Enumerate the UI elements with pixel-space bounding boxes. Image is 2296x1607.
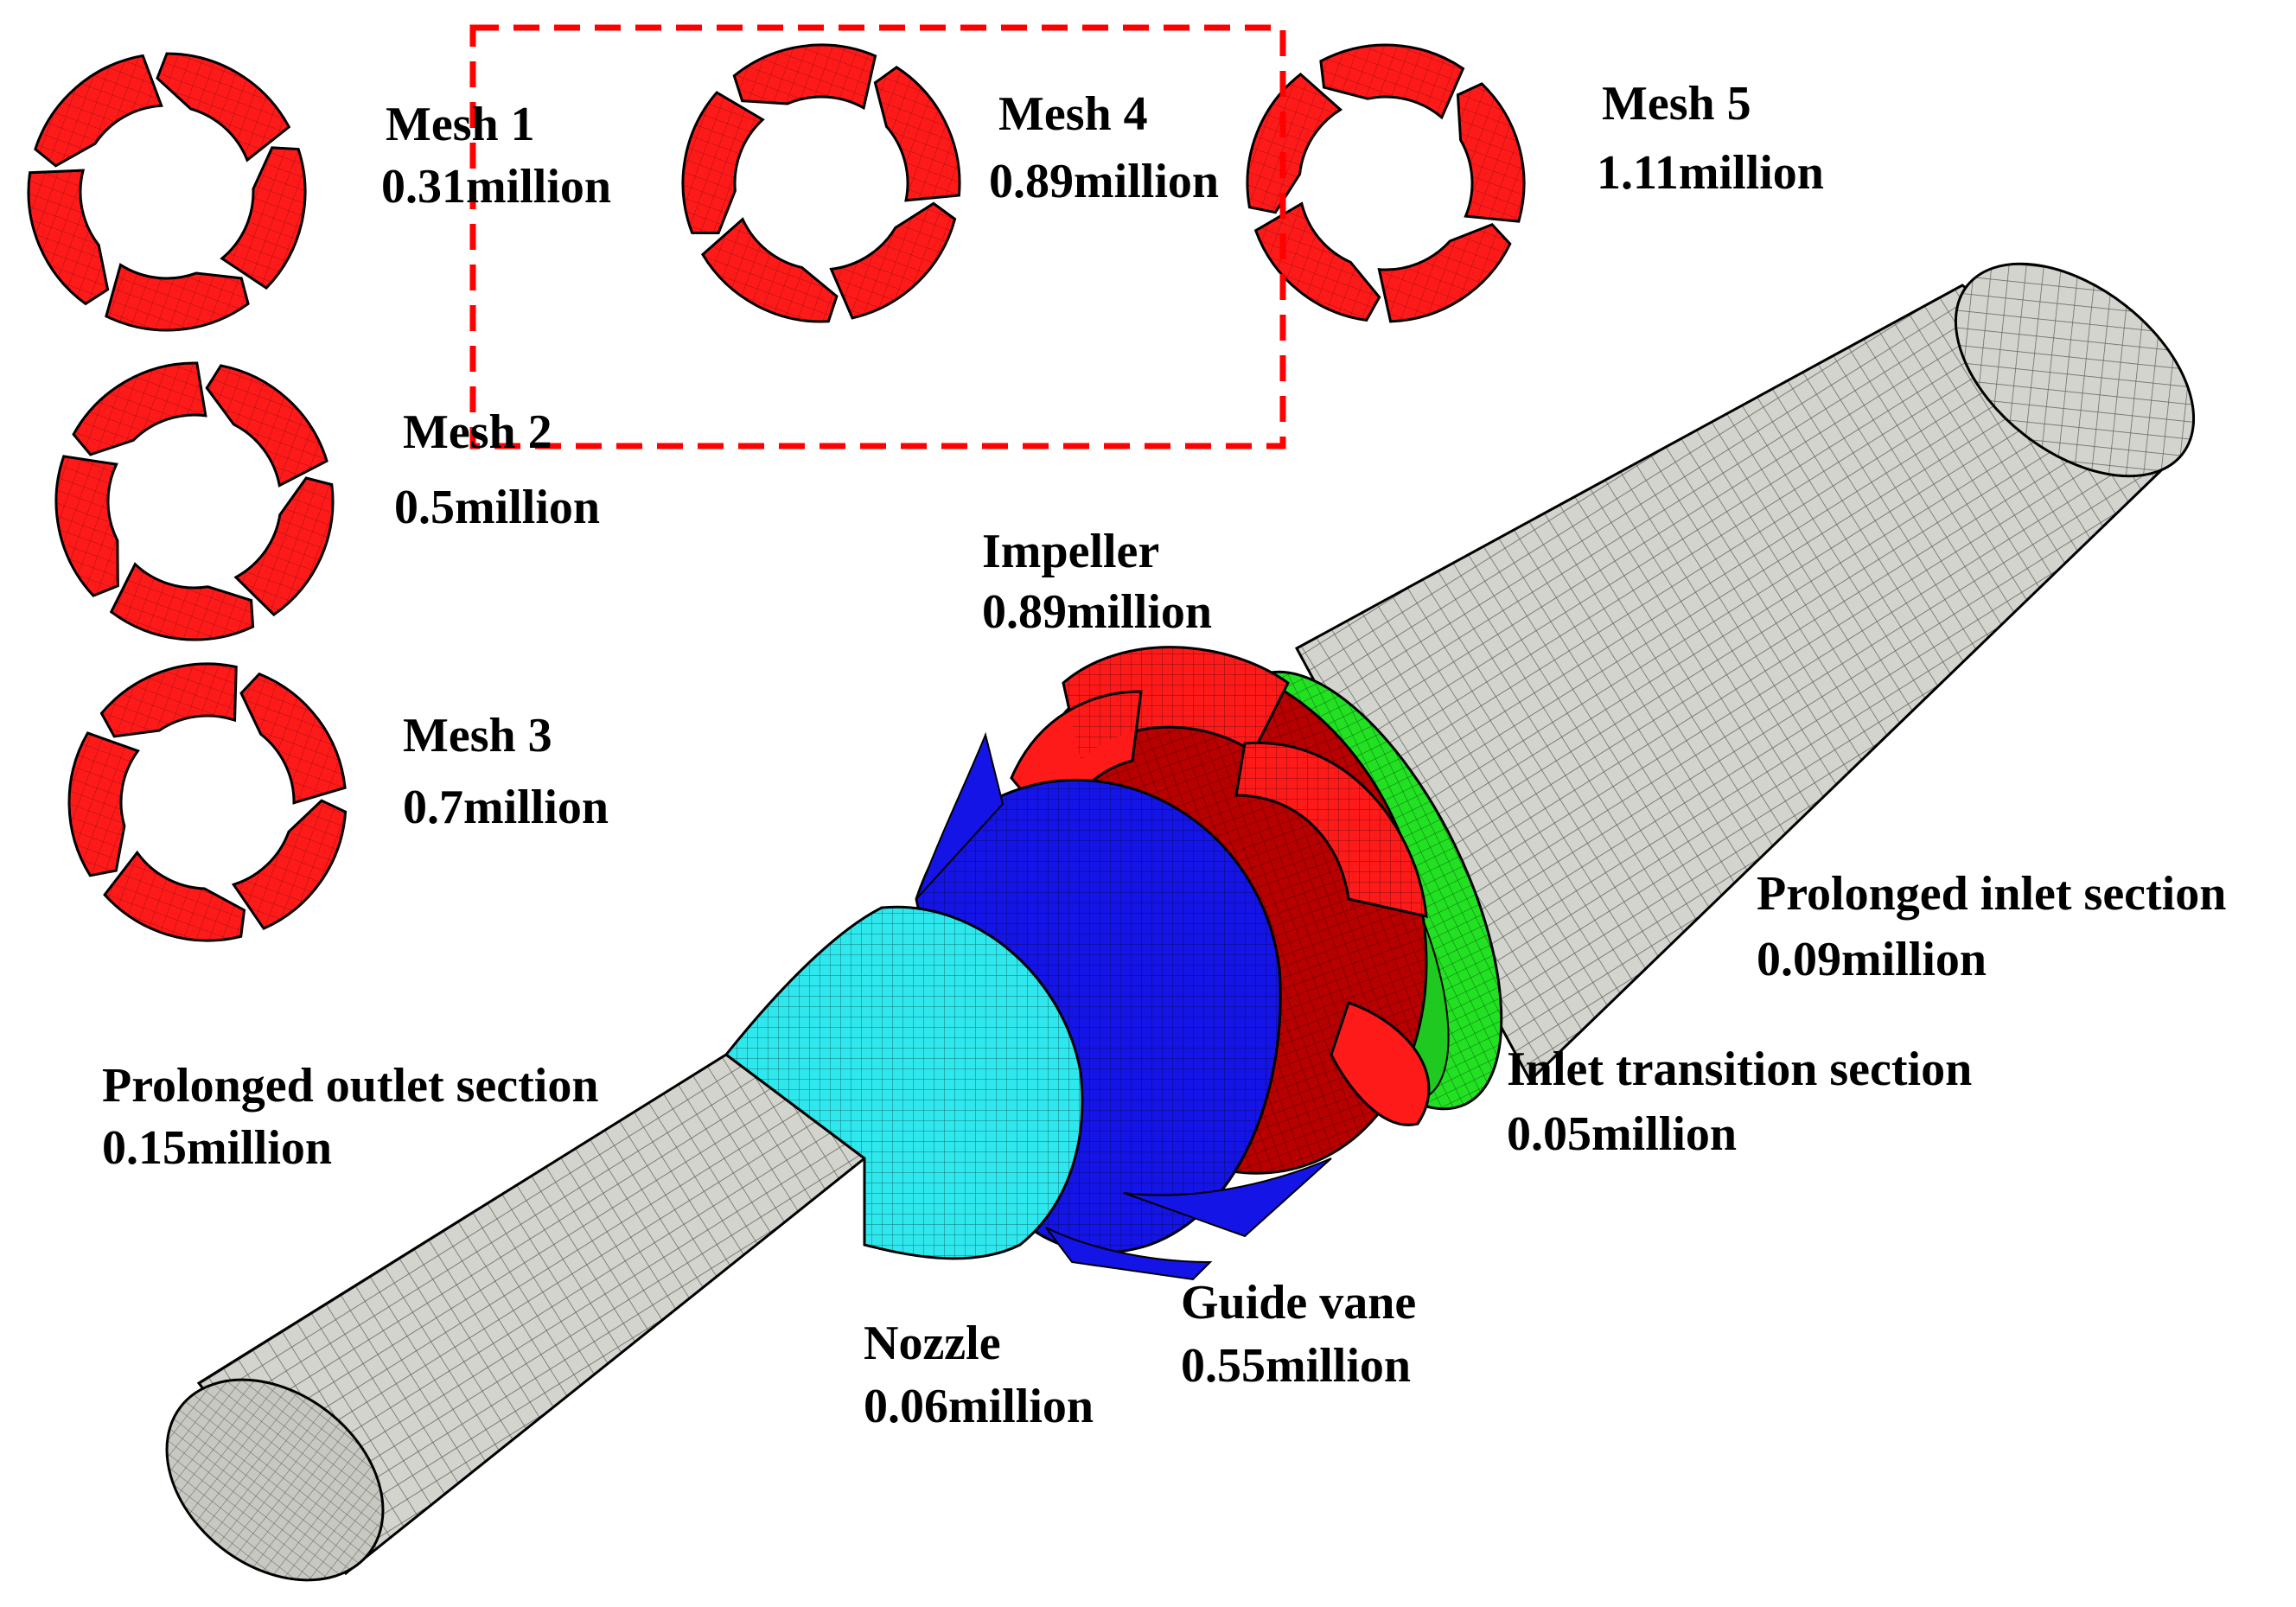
prolonged-inlet-name: Prolonged inlet section: [1757, 867, 2226, 921]
mesh-3-count: 0.7million: [403, 781, 609, 834]
ring-blade-mesh: [73, 363, 206, 455]
mesh-4-impeller-ring: [681, 43, 961, 323]
ring-blade-mesh: [68, 733, 138, 876]
mesh-2-impeller-ring: [54, 361, 335, 641]
ring-blade-mesh: [831, 203, 955, 318]
guide-vane-count: 0.55million: [1181, 1339, 1411, 1393]
mesh-5-count: 1.11million: [1597, 146, 1824, 200]
prolonged-inlet-label: Prolonged inlet section 0.09million: [1757, 867, 2226, 986]
ring-blade-mesh: [29, 170, 108, 304]
ring-blade-mesh: [156, 54, 290, 161]
impeller-name: Impeller: [982, 525, 1159, 578]
prolonged-outlet-label: Prolonged outlet section 0.15million: [102, 1059, 598, 1175]
ring-blade-mesh: [233, 800, 346, 929]
prolonged-outlet-name: Prolonged outlet section: [102, 1059, 598, 1113]
ring-blade-mesh: [241, 673, 346, 803]
guide-vane-label: Guide vane 0.55million: [1181, 1276, 1416, 1393]
ring-blade-mesh: [1247, 73, 1341, 213]
ring-blade-mesh: [1320, 45, 1464, 118]
ring-blade-mesh: [111, 564, 253, 640]
mesh-4-label: Mesh 4 0.89million: [989, 87, 1219, 208]
ring-blade-mesh: [1379, 224, 1510, 322]
selected-mesh-highlight-box: [469, 24, 1286, 450]
ring-blade-mesh: [1457, 83, 1524, 222]
mesh-5-label: Mesh 5 1.11million: [1597, 77, 1824, 200]
prolonged-inlet-count: 0.09million: [1757, 933, 1987, 986]
inlet-transition-label: Inlet transition section 0.05million: [1507, 1043, 1972, 1161]
ring-blade-mesh: [221, 147, 305, 289]
mesh-2-label: Mesh 2 0.5million: [394, 405, 600, 534]
mesh-1-label: Mesh 1 0.31million: [381, 98, 611, 214]
mesh-5-name: Mesh 5: [1602, 77, 1751, 131]
ring-blade-mesh: [1255, 203, 1380, 321]
mesh-1-name: Mesh 1: [386, 98, 535, 151]
ring-blade-mesh: [683, 92, 763, 233]
mesh-1-count: 0.31million: [381, 160, 611, 214]
nozzle-count: 0.06million: [864, 1380, 1094, 1433]
ring-blade-mesh: [734, 44, 876, 108]
mesh-4-count: 0.89million: [989, 155, 1219, 208]
ring-blade-mesh: [235, 478, 333, 615]
ring-blade-mesh: [105, 265, 249, 330]
mesh-5-impeller-ring: [1246, 43, 1526, 323]
nozzle: [724, 905, 1084, 1260]
ring-blade-mesh: [56, 456, 118, 596]
mesh-2-name: Mesh 2: [403, 405, 552, 459]
mesh-3-label: Mesh 3 0.7million: [403, 709, 609, 834]
impeller-count: 0.89million: [982, 585, 1212, 639]
mesh-4-name: Mesh 4: [998, 87, 1148, 141]
mesh-3-impeller-ring: [67, 662, 348, 942]
inlet-transition-name: Inlet transition section: [1507, 1043, 1972, 1096]
ring-blade-mesh: [105, 852, 245, 941]
mesh-3-name: Mesh 3: [403, 709, 552, 762]
mesh-1-impeller-ring: [27, 52, 307, 332]
prolonged-outlet-pipe: [165, 1053, 867, 1582]
ring-blade-mesh: [35, 55, 162, 166]
mesh-2-count: 0.5million: [394, 481, 600, 534]
guide-vane-name: Guide vane: [1181, 1276, 1416, 1330]
inlet-transition-count: 0.05million: [1507, 1107, 1737, 1161]
nozzle-name: Nozzle: [864, 1317, 1001, 1370]
ring-blade-mesh: [207, 365, 328, 486]
prolonged-outlet-count: 0.15million: [102, 1121, 332, 1175]
ring-blade-mesh: [875, 67, 960, 201]
impeller-label: Impeller 0.89million: [982, 525, 1212, 639]
prolonged-inlet-pipe: [1294, 262, 2196, 1083]
nozzle-label: Nozzle 0.06million: [864, 1317, 1094, 1433]
ring-blade-mesh: [101, 664, 237, 737]
ring-blade-mesh: [702, 219, 837, 322]
